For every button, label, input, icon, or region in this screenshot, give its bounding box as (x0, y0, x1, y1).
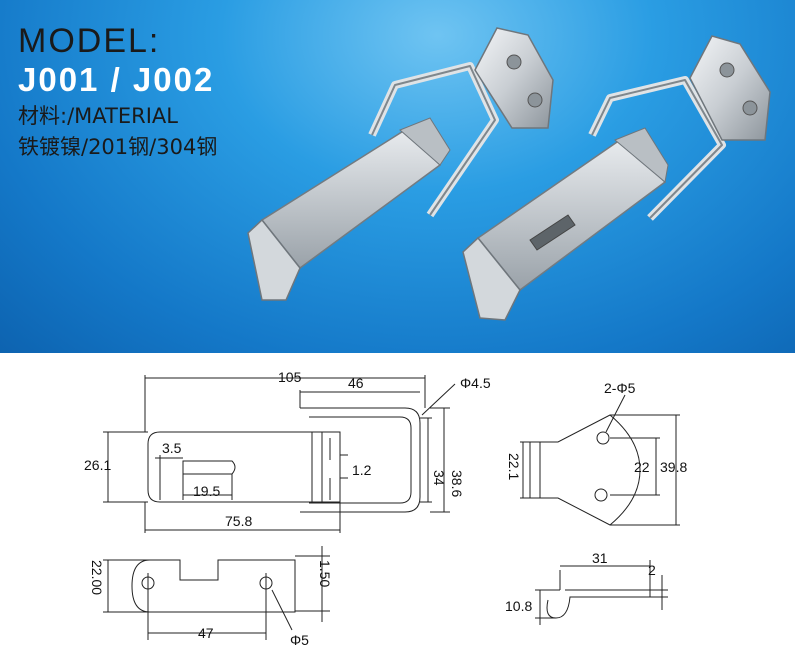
dim-hook-len: 31 (592, 550, 608, 566)
top-view-drawing (103, 375, 456, 533)
dim-side-hole-span: 47 (198, 625, 214, 641)
latch-j002-image (462, 35, 771, 321)
dim-top-height: 38.6 (449, 470, 465, 497)
latch-j001-image (247, 27, 554, 301)
dim-top-body-len: 75.8 (225, 513, 252, 529)
side-view-drawing (103, 546, 330, 640)
product-photo (247, 27, 771, 321)
dim-side-hole-dia: Φ5 (290, 632, 309, 648)
dim-top-hole-dia: Φ4.5 (460, 375, 491, 391)
material-values: 铁镀镍/201钢/304钢 (18, 135, 218, 159)
dim-top-width: 26.1 (84, 457, 111, 473)
technical-drawing: 105 46 Φ4.5 38.6 34 26.1 3.5 19.5 1.2 75… (84, 369, 687, 648)
dim-side-thickness: 1.50 (317, 560, 333, 587)
dim-plate-height: 39.8 (660, 459, 687, 475)
dim-side-height: 22.00 (89, 560, 105, 595)
dim-top-loop: 46 (348, 375, 364, 391)
dim-top-thickness: 1.2 (352, 462, 372, 478)
catch-plate-drawing (520, 394, 680, 526)
dim-top-inner: 34 (431, 470, 447, 486)
dim-plate-hole-span: 22 (634, 459, 650, 475)
dim-hook-gap: 2 (648, 562, 656, 578)
dim-top-slot-offset: 3.5 (162, 440, 182, 456)
dim-hook-height: 10.8 (505, 598, 532, 614)
dim-plate-flange: 22.1 (506, 453, 522, 480)
dim-top-overall: 105 (278, 369, 302, 385)
dim-top-slot-len: 19.5 (193, 483, 220, 499)
model-codes: J001 / J002 (18, 61, 215, 98)
hook-section-drawing (535, 560, 668, 625)
model-label: MODEL: (18, 22, 161, 60)
material-label: 材料:/MATERIAL (18, 104, 178, 128)
dim-plate-holes: 2-Φ5 (604, 380, 636, 396)
